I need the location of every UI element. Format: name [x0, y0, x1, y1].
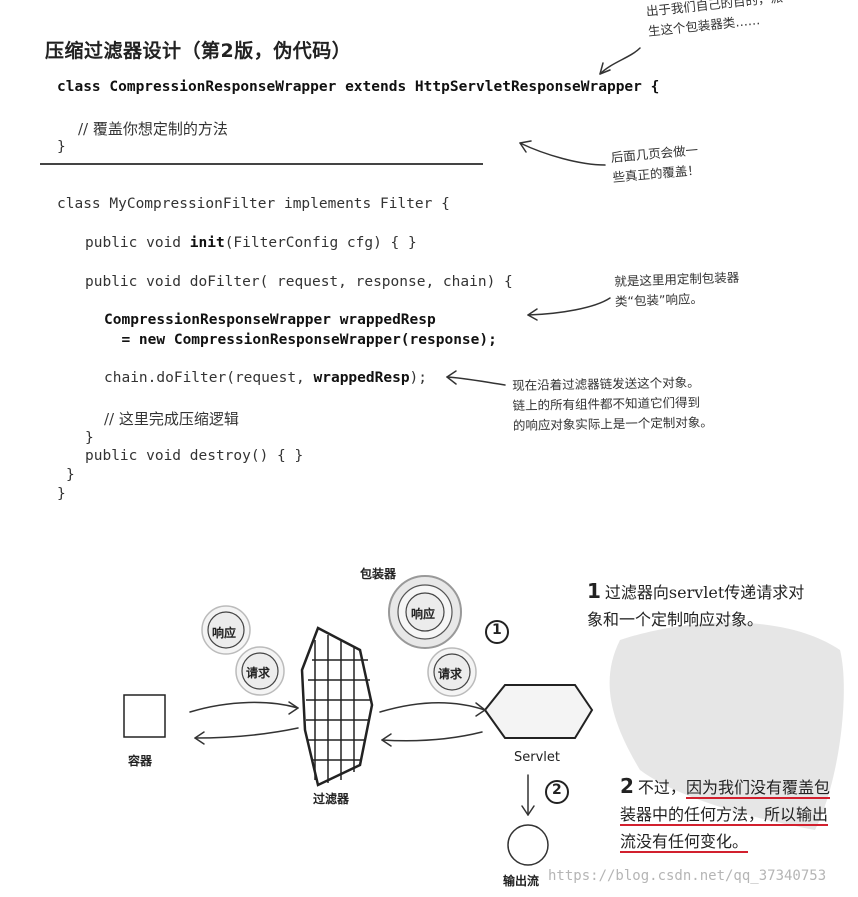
circle-number-1	[485, 620, 509, 644]
output-stream-label: 输出流	[503, 874, 540, 888]
code-line-wrapped-resp: CompressionResponseWrapper wrappedResp	[104, 312, 436, 328]
circle-number-2	[545, 780, 569, 804]
container-box	[123, 694, 166, 738]
circle-number-2-label: 2	[552, 782, 562, 798]
arrow-to-wrapper-creation	[527, 297, 611, 316]
code-comment-compress: // 这里完成压缩逻辑	[104, 410, 239, 428]
request-label-right: 请求	[438, 667, 463, 681]
code-line-init: public void init(FilterConfig cfg) { }	[85, 235, 417, 251]
code-close-brace: }	[66, 467, 75, 483]
code-line-chain-dofilter: chain.doFilter(request, wrappedResp);	[104, 370, 428, 386]
page-title: 压缩过滤器设计（第2版，伪代码）	[45, 40, 352, 62]
request-label-left: 请求	[246, 666, 271, 680]
arrow-to-wrapper-body	[519, 142, 606, 166]
response-label-left: 响应	[212, 626, 237, 640]
filter-label: 过滤器	[313, 792, 350, 806]
code-close-brace: }	[57, 486, 66, 502]
url-watermark: https://blog.csdn.net/qq_37340753	[548, 868, 827, 884]
annotation-arrows	[446, 47, 641, 386]
filter-diagram	[123, 575, 844, 866]
arrow-container-to-filter	[189, 701, 299, 713]
arrow-filter-to-container	[194, 727, 299, 739]
arrow-to-extends	[599, 47, 641, 75]
code-line-wrapper-class: class CompressionResponseWrapper extends…	[57, 79, 660, 95]
response-label-wrapped: 响应	[411, 607, 436, 621]
arrow-servlet-to-filter	[381, 731, 483, 742]
code-close-brace: }	[57, 139, 66, 155]
code-close-brace: }	[85, 430, 94, 446]
arrow-filter-to-servlet	[379, 701, 486, 713]
filter-mesh	[300, 626, 374, 787]
section-divider	[40, 163, 483, 165]
code-line-new-wrapper: = new CompressionResponseWrapper(respons…	[104, 332, 497, 348]
servlet-label: Servlet	[514, 750, 560, 765]
code-line-destroy: public void destroy() { }	[85, 448, 304, 464]
output-stream-circle	[507, 824, 549, 866]
code-comment-override: // 覆盖你想定制的方法	[78, 120, 228, 138]
servlet-shape	[483, 684, 594, 739]
wrapper-label: 包装器	[360, 567, 397, 581]
container-label: 容器	[128, 754, 153, 768]
arrow-to-chain	[446, 376, 506, 386]
seal-watermark	[609, 622, 844, 830]
code-line-filter-class: class MyCompressionFilter implements Fil…	[57, 196, 450, 212]
code-line-dofilter: public void doFilter( request, response,…	[85, 274, 513, 290]
circle-number-1-label: 1	[492, 622, 502, 638]
